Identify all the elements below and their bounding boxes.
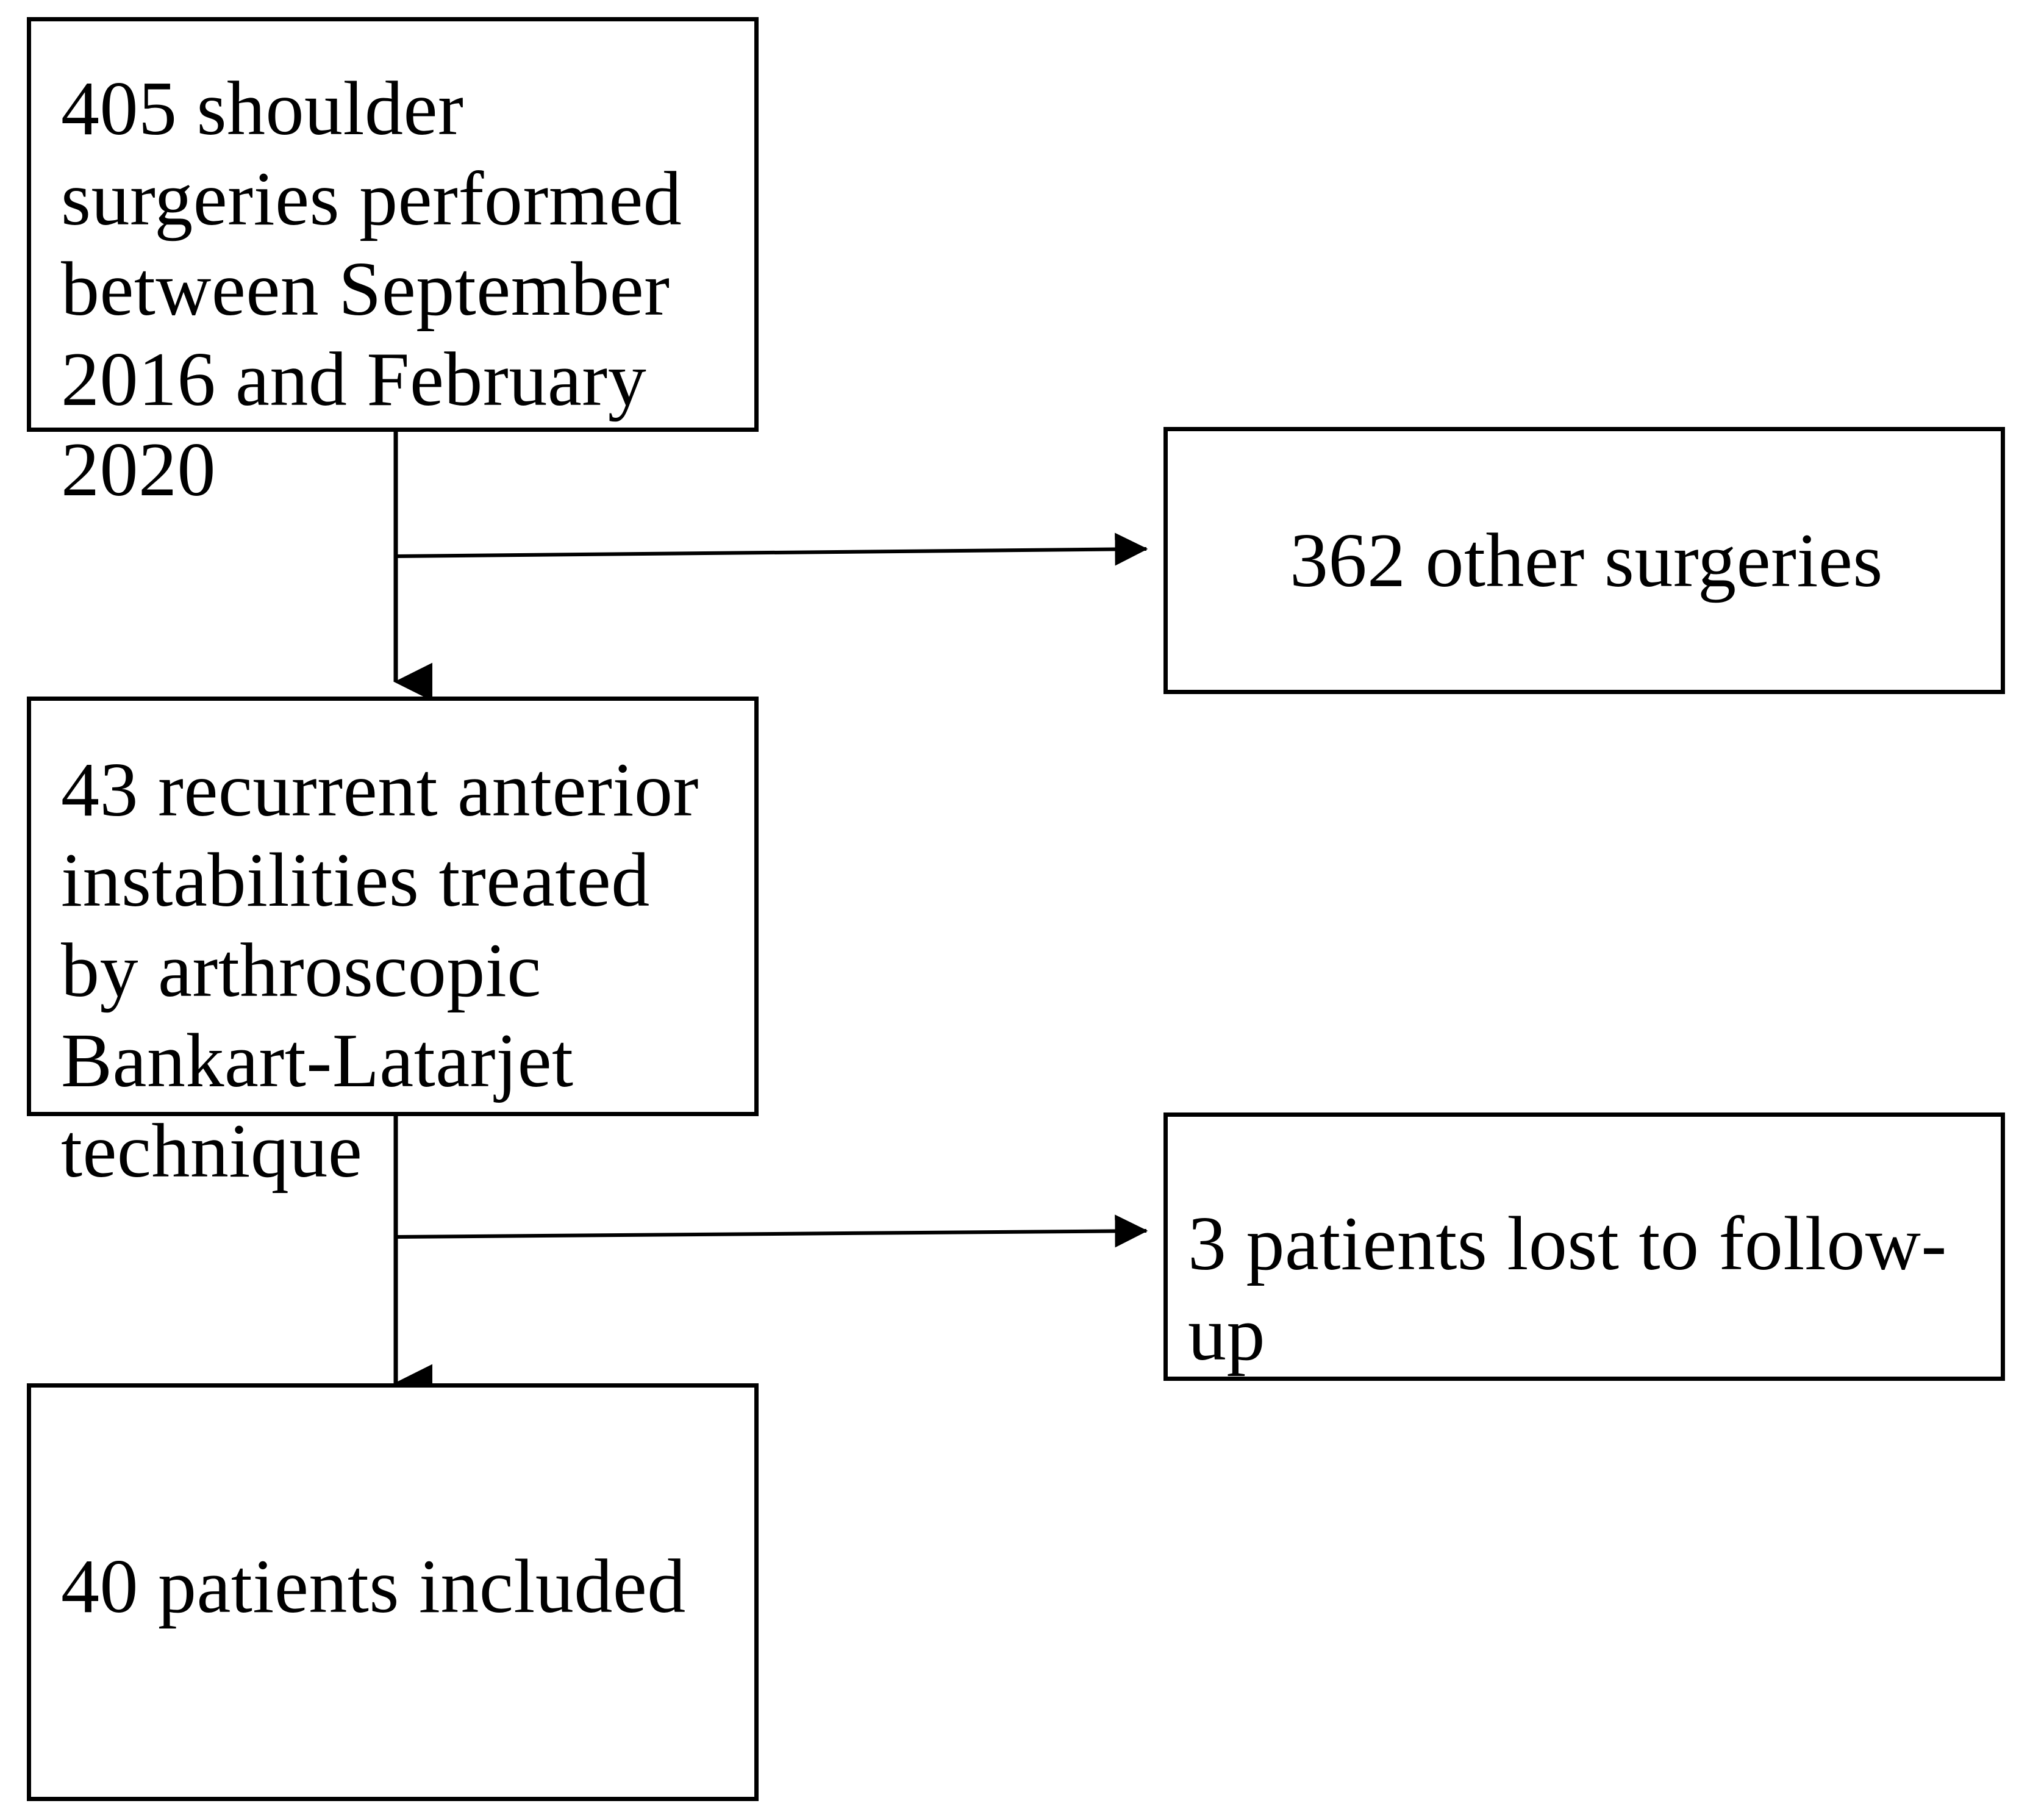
- node-final-cohort-label: 40 patients included: [61, 1544, 686, 1629]
- node-eligible-cohort[interactable]: [27, 697, 759, 1116]
- node-lost-to-followup[interactable]: [1163, 1112, 2005, 1381]
- node-lost-to-followup-label: 3 patients lost to follow-up: [1188, 1202, 1947, 1377]
- edge-n1-n2: [395, 532, 1148, 566]
- node-source-cohort[interactable]: [27, 17, 759, 432]
- node-excluded-other-surgeries-label: 362 other surgeries: [1290, 518, 1883, 603]
- edge-n3-n4: [395, 1214, 1148, 1248]
- node-final-cohort[interactable]: [27, 1383, 759, 1801]
- node-eligible-cohort-label: 43 recurrent anterior instabilities trea…: [61, 748, 718, 1194]
- node-excluded-other-surgeries[interactable]: [1163, 427, 2005, 694]
- node-source-cohort-label: 405 shoulder surgeries performed between…: [61, 66, 702, 512]
